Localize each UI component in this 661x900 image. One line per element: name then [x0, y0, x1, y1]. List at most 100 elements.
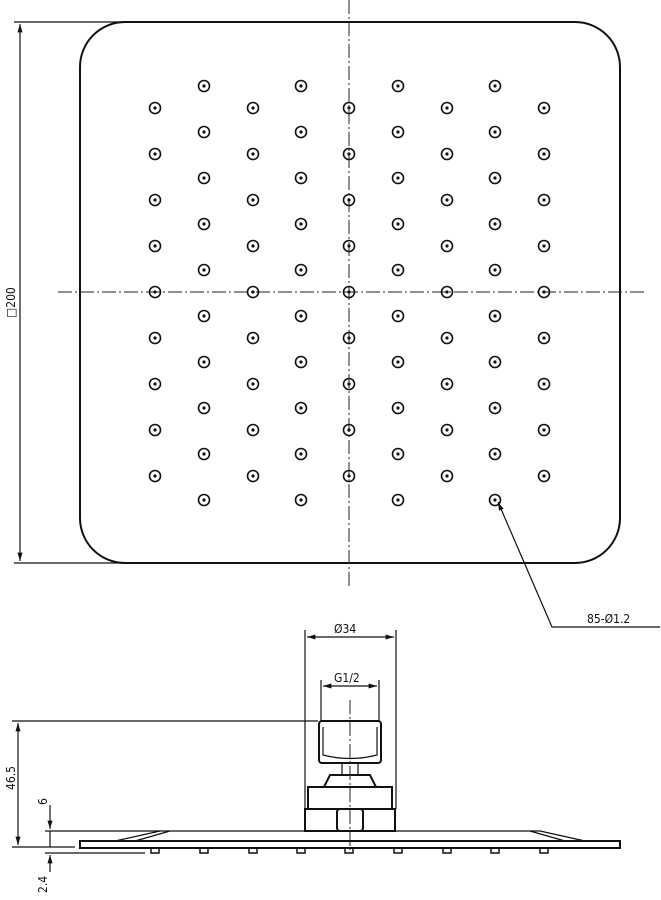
nozzle-center [153, 428, 157, 432]
side-nozzle [539, 847, 549, 854]
nut-face [322, 727, 378, 760]
nozzle-center [493, 222, 497, 226]
nozzle-hole [391, 309, 405, 323]
nozzle-center [202, 176, 206, 180]
nozzle-center [251, 336, 255, 340]
nozzle-hole [488, 309, 502, 323]
nozzle-hole [537, 193, 551, 207]
nozzle-hole [440, 423, 454, 437]
side-nozzle [296, 847, 306, 854]
nozzle-hole [537, 101, 551, 115]
nozzle-hole [197, 217, 211, 231]
nozzle-hole [488, 263, 502, 277]
nozzle-hole [537, 377, 551, 391]
nozzle-hole [294, 493, 308, 507]
nozzle-center [396, 360, 400, 364]
nozzle-center [347, 198, 351, 202]
nozzle-hole [440, 193, 454, 207]
nozzle-center [542, 336, 546, 340]
nozzle-center [396, 406, 400, 410]
nozzle-hole [246, 147, 260, 161]
nozzle-hole [488, 125, 502, 139]
nozzle-hole [342, 377, 356, 391]
nozzle-center [202, 360, 206, 364]
nozzle-hole [294, 79, 308, 93]
nozzle-center [445, 382, 449, 386]
nozzle-hole [342, 331, 356, 345]
nozzle-center [347, 474, 351, 478]
nozzle-center [299, 498, 303, 502]
nozzle-hole [537, 285, 551, 299]
bevel-line-right [529, 830, 566, 842]
nozzle-hole [197, 355, 211, 369]
nozzle-center [542, 106, 546, 110]
nozzle-hole [294, 355, 308, 369]
nozzle-center [493, 452, 497, 456]
nozzle-hole [342, 423, 356, 437]
nozzle-center [542, 474, 546, 478]
nozzle-center [299, 452, 303, 456]
nozzle-center [299, 176, 303, 180]
side-nozzles [150, 847, 549, 854]
nozzle-center [202, 222, 206, 226]
nozzle-hole [197, 79, 211, 93]
nozzle-hole [440, 377, 454, 391]
nozzle-hole [197, 401, 211, 415]
nozzle-center [347, 336, 351, 340]
nozzle-center [251, 106, 255, 110]
nozzle-center [299, 84, 303, 88]
nozzle-center [153, 198, 157, 202]
nozzle-hole [294, 217, 308, 231]
nozzle-hole [391, 447, 405, 461]
nozzle-hole [148, 101, 162, 115]
nozzle-hole [488, 493, 502, 507]
nozzle-hole [148, 147, 162, 161]
nozzle-center [542, 290, 546, 294]
nozzle-center [493, 360, 497, 364]
nozzle-center [445, 106, 449, 110]
nozzle-hole [148, 193, 162, 207]
nozzle-hole [440, 239, 454, 253]
nozzle-center [202, 406, 206, 410]
nozzle-hole [246, 423, 260, 437]
nozzle-center [347, 152, 351, 156]
nozzle-center [396, 222, 400, 226]
nozzle-hole [197, 171, 211, 185]
outer-diameter-label: Ø34 [334, 622, 356, 636]
side-nozzle [442, 847, 452, 854]
nozzle-center [251, 428, 255, 432]
nozzle-hole [342, 193, 356, 207]
nozzle-hole [488, 401, 502, 415]
nozzle-hole [537, 147, 551, 161]
nozzle-center [542, 382, 546, 386]
plate-dimension-label: □200 [4, 287, 18, 318]
nozzle-center [299, 406, 303, 410]
nozzle-callout-label: 85-Ø1.2 [587, 612, 630, 626]
nozzle-hole [148, 377, 162, 391]
nozzle-hole [537, 469, 551, 483]
nozzle-center [202, 314, 206, 318]
nozzle-hole [537, 331, 551, 345]
nozzle-center [396, 268, 400, 272]
nozzle-hole [148, 285, 162, 299]
nozzle-hole [246, 469, 260, 483]
nozzle-hole [197, 493, 211, 507]
nozzle-center [251, 290, 255, 294]
side-nozzle [393, 847, 403, 854]
nozzle-hole [488, 79, 502, 93]
nozzle-center [493, 314, 497, 318]
nozzle-center [251, 474, 255, 478]
nozzle-center [202, 268, 206, 272]
nozzle-center [347, 106, 351, 110]
nozzle-center [299, 130, 303, 134]
nozzle-hole [294, 171, 308, 185]
side-nozzle [344, 847, 354, 854]
nozzle-center [347, 244, 351, 248]
nozzle-center [202, 498, 206, 502]
nozzle-hole [391, 79, 405, 93]
nozzle-hole [246, 377, 260, 391]
nozzle-center [153, 336, 157, 340]
nozzle-center [445, 474, 449, 478]
nozzle-hole [294, 447, 308, 461]
